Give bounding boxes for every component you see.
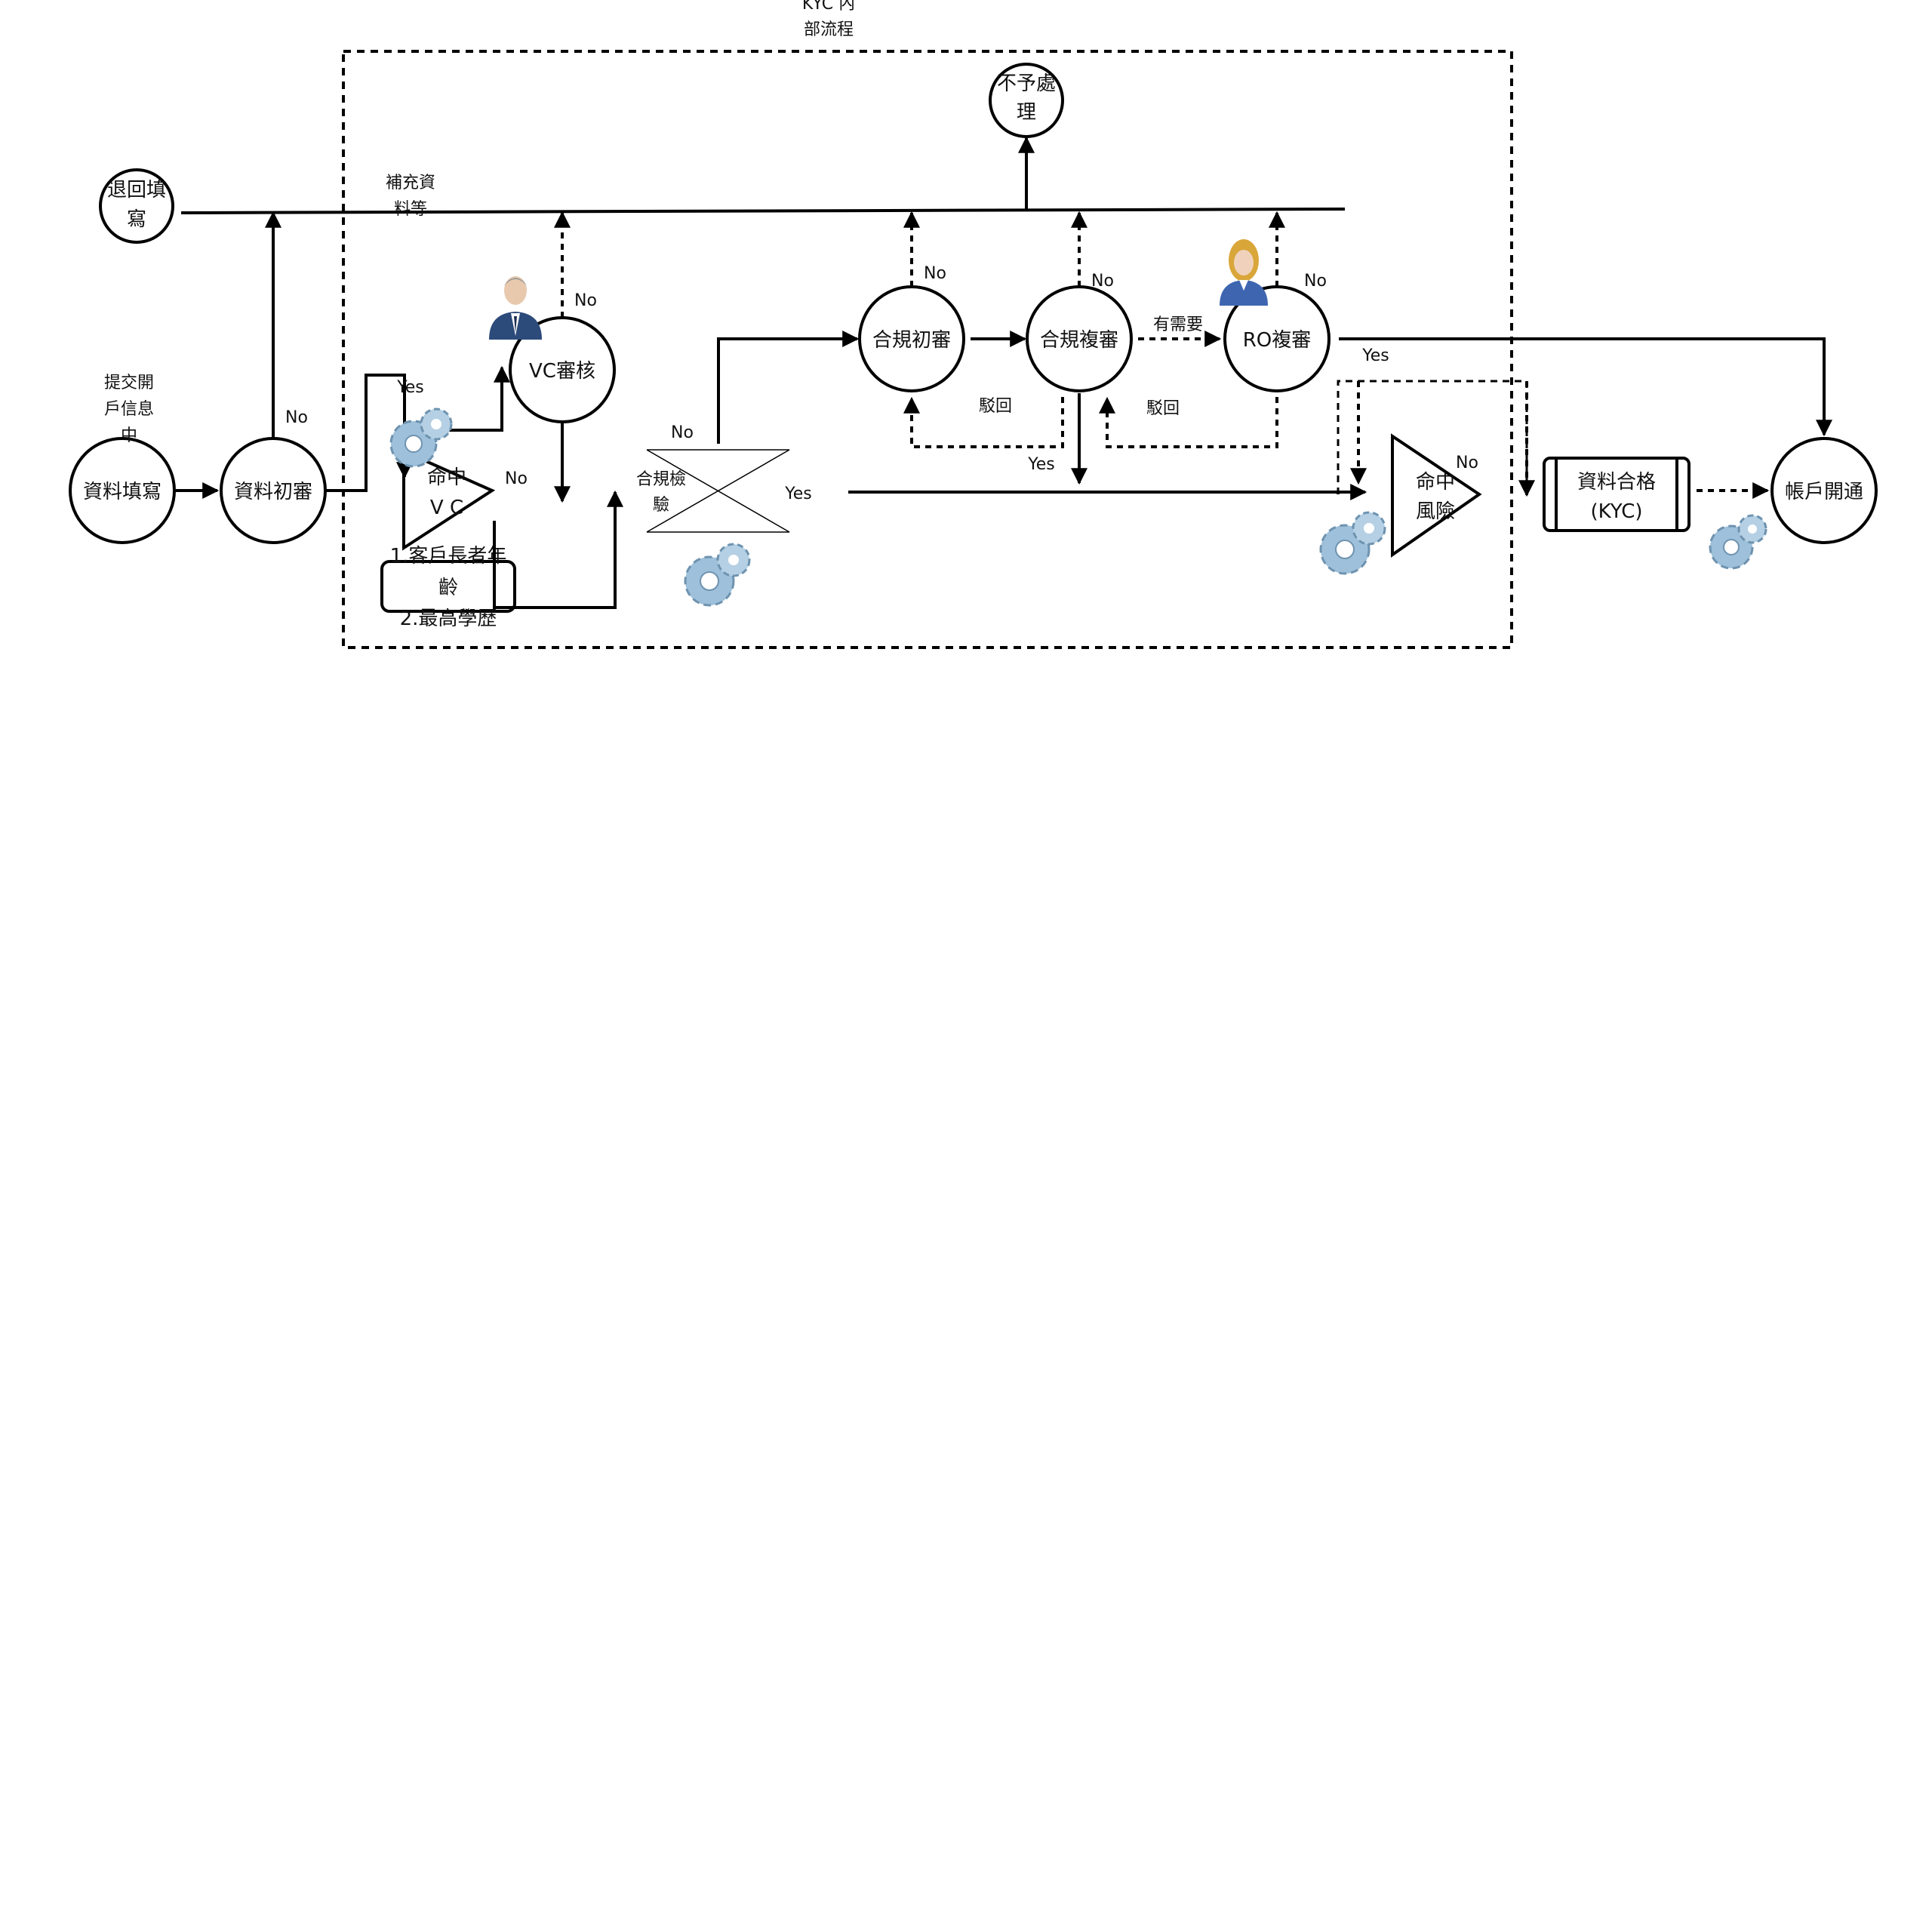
gateway-compliance-check-line2: 驗 (653, 496, 669, 515)
edge-label-reject-cs: 駁回 (1146, 399, 1180, 418)
male-user-icon (489, 276, 542, 340)
criteria-line2: 齡 (438, 577, 458, 599)
gateway-hit-vc-line1: 命中 (427, 466, 466, 489)
supplement-note-line1: 補充資 (386, 174, 435, 192)
edge-label-need: 有需要 (1153, 315, 1203, 334)
edge-label-no-ci: No (924, 264, 946, 283)
gateway-hit-vc[interactable]: 命中 V C (402, 448, 496, 551)
node-vc-review-label: VC審核 (529, 360, 595, 383)
node-compliance-initial[interactable]: 合規初審 (858, 285, 965, 392)
criteria-box (380, 560, 516, 613)
submit-note-line3: 中 (121, 426, 137, 445)
edge-label-reject-ci: 駁回 (979, 397, 1012, 416)
node-return-line1: 退回填 (107, 179, 166, 202)
gateway-hit-risk[interactable]: 命中 風險 (1391, 433, 1482, 558)
gateway-hit-vc-line2: V C (430, 497, 463, 519)
edge-label-no-cs: No (1091, 272, 1114, 291)
node-qualified-line2: (KYC) (1590, 500, 1642, 523)
connectors-solid (174, 136, 1832, 609)
node-compliance-second-label: 合規複審 (1040, 329, 1118, 352)
edge-label-yes-ro: Yes (1361, 346, 1389, 365)
gateway-hit-risk-line2: 風險 (1416, 500, 1455, 523)
gateway-compliance-check-line1: 合規檢 (636, 470, 686, 489)
node-fill-label: 資料填寫 (83, 481, 162, 503)
connectors-dashed (554, 211, 1770, 495)
node-initial-review[interactable]: 資料初審 (220, 437, 327, 544)
supplement-note-line2: 料等 (394, 200, 427, 219)
gateway-hit-risk-line1: 命中 (1416, 471, 1455, 494)
node-qualified-line1: 資料合格 (1577, 471, 1656, 494)
node-account-open[interactable]: 帳戶開通 (1770, 437, 1878, 544)
node-account-open-label: 帳戶開通 (1785, 481, 1863, 503)
node-ro-review[interactable]: RO複審 (1223, 285, 1331, 392)
node-reject[interactable]: 不予處 理 (989, 63, 1064, 138)
return-line (180, 208, 1346, 214)
edge-label-no-vc-review: No (574, 291, 597, 310)
node-ro-review-label: RO複審 (1243, 329, 1312, 352)
edge-label-no-ro: No (1304, 272, 1327, 291)
boundary-label-line1: KYC 內 (802, 0, 855, 14)
node-fill[interactable]: 資料填寫 (69, 437, 176, 544)
node-reject-line2: 理 (1017, 101, 1036, 124)
criteria-line1: 1.客戶長者年 (390, 545, 507, 568)
gear-icon (1319, 511, 1386, 575)
edge-label-yes-cs: Yes (1027, 455, 1055, 474)
node-initial-review-label: 資料初審 (234, 481, 312, 503)
submit-note-line1: 提交開 (104, 374, 154, 392)
gateway-compliance-check[interactable]: 合規檢 驗 (636, 449, 790, 533)
gear-icon (389, 408, 453, 468)
edge-label-yes-compliance-check: Yes (784, 485, 812, 503)
gear-icon (1709, 514, 1767, 570)
edge-label-no-risk: No (1456, 454, 1478, 472)
boundary-label-line2: 部流程 (804, 20, 854, 39)
node-qualified[interactable]: 資料合格 (KYC) (1543, 457, 1690, 532)
edge-label-no-initial: No (285, 408, 308, 427)
submit-note-line2: 戶信息 (104, 400, 154, 419)
node-return[interactable]: 退回填 寫 (99, 168, 174, 244)
node-compliance-initial-label: 合規初審 (872, 329, 951, 352)
node-vc-review[interactable]: VC審核 (509, 316, 616, 423)
criteria-line3: 2.最高學歷 (400, 608, 497, 630)
gear-icon (684, 543, 751, 607)
node-compliance-second[interactable]: 合規複審 (1026, 285, 1133, 392)
kyc-internal-boundary (342, 50, 1513, 649)
edge-label-yes-vc: Yes (396, 378, 424, 397)
edge-label-no-vc-hit: No (505, 469, 528, 488)
node-reject-line1: 不予處 (997, 72, 1056, 95)
female-user-icon (1220, 239, 1268, 306)
edge-label-no-compliance-check: No (671, 423, 694, 442)
node-return-line2: 寫 (127, 208, 146, 231)
